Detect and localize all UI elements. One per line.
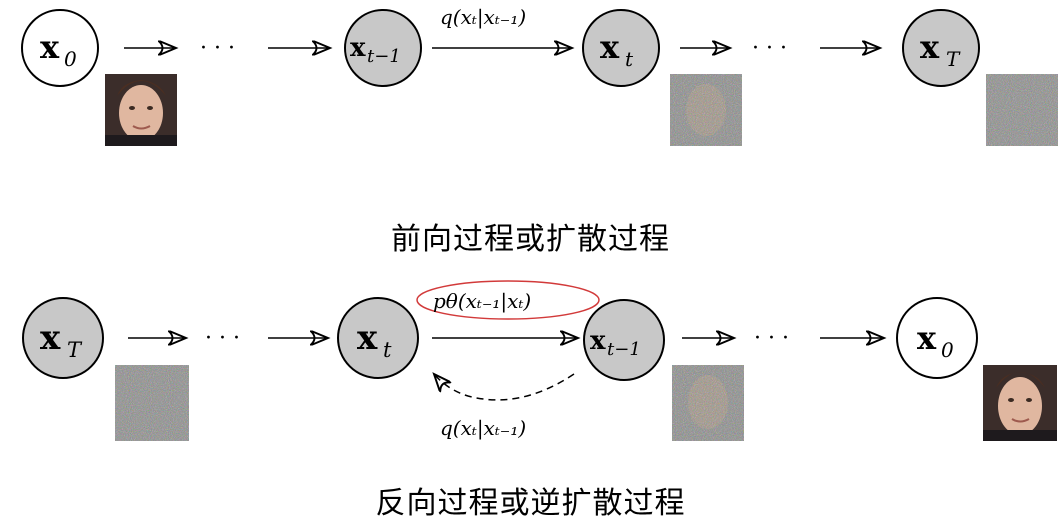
forward-caption: 前向过程或扩散过程 (391, 222, 670, 257)
forward-node-xt-sub: t (625, 47, 634, 71)
forward-face-image (105, 74, 177, 146)
reverse-node-xT-sub: T (67, 338, 83, 362)
reverse-node-xT-main: x (40, 318, 61, 358)
highlight-ellipse (416, 280, 600, 320)
forward-node-x0-sub: 0 (64, 47, 77, 71)
reverse-dots-1: · · · (205, 326, 240, 351)
forward-node-x0: x 0 (21, 9, 99, 87)
reverse-node-xt: x t (337, 297, 419, 379)
forward-noise-image (986, 74, 1058, 146)
forward-node-xT: x T (902, 9, 980, 87)
reverse-node-x0-main: x (917, 319, 937, 357)
reverse-node-xtm1: x t−1 (583, 299, 665, 381)
forward-node-xtm1-sub: t−1 (367, 46, 401, 67)
forward-dots-1: · · · (200, 36, 235, 61)
forward-node-xtm1: x t−1 (344, 9, 422, 87)
forward-node-xtm1-main: x (350, 33, 366, 63)
reverse-node-xt-main: x (357, 318, 378, 358)
reverse-noise-image (115, 365, 189, 441)
reverse-node-xtm1-main: x (590, 326, 606, 356)
reverse-back-edge-label: q(xₜ|xₜ₋₁) (440, 416, 526, 441)
reverse-dots-2: · · · (754, 326, 789, 351)
forward-edge-label: q(xₜ|xₜ₋₁) (440, 5, 526, 30)
reverse-face-image (983, 365, 1057, 441)
reverse-node-xT: x T (22, 297, 104, 379)
reverse-node-x0: x 0 (896, 297, 978, 379)
forward-node-xT-main: x (920, 28, 940, 66)
reverse-node-x0-sub: 0 (941, 338, 954, 362)
forward-node-xT-sub: T (946, 47, 961, 71)
reverse-noisy-face-image (672, 365, 744, 441)
reverse-back-arrow (434, 374, 575, 401)
forward-node-x0-main: x (40, 28, 60, 66)
reverse-node-xt-sub: t (383, 338, 392, 362)
reverse-node-xtm1-sub: t−1 (607, 339, 641, 360)
forward-noisy-face-image (670, 74, 742, 146)
forward-dots-2: · · · (752, 36, 787, 61)
reverse-caption: 反向过程或逆扩散过程 (375, 486, 686, 521)
reverse-edge-label: pθ(xₜ₋₁|xₜ) (433, 289, 531, 314)
forward-row: x 0 · · · x t−1 q(xₜ|xₜ₋₁) x (21, 5, 1058, 146)
forward-node-xt: x t (582, 9, 660, 87)
reverse-row: x T · · · x t pθ(xₜ₋₁|xₜ) q(xₜ|xₜ₋₁) x t… (22, 280, 1057, 441)
forward-node-xt-main: x (600, 28, 620, 66)
